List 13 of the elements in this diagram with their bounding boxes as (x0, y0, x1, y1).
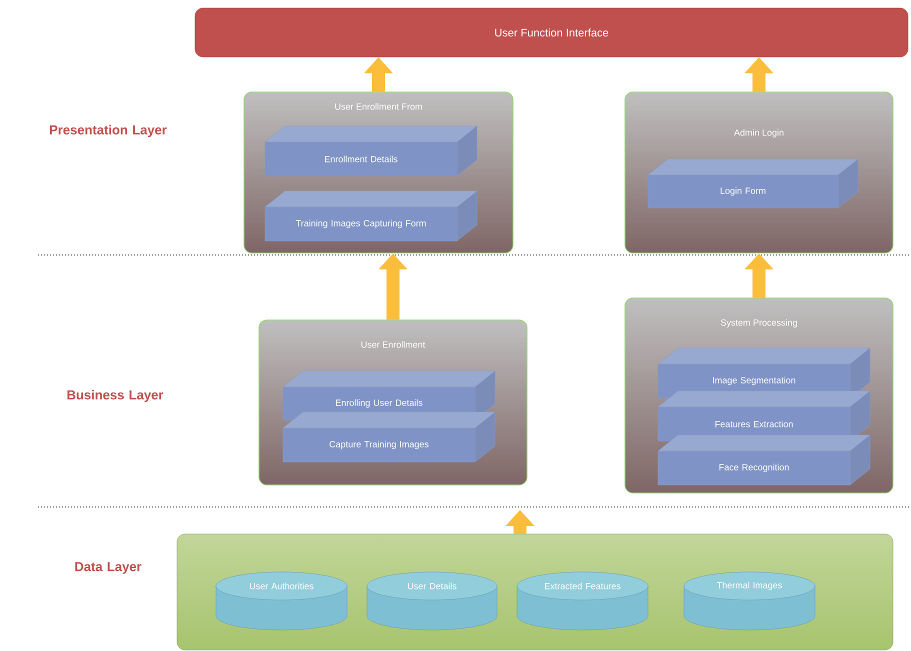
layer-label: Presentation Layer (50, 124, 167, 138)
database-cylinder: Thermal Images (684, 572, 816, 630)
database-cylinder: Extracted Features (516, 572, 648, 630)
block: Training Images Capturing Form (264, 190, 478, 242)
layer-label: Data Layer (75, 562, 142, 574)
title-bar: User Function Interface (194, 8, 908, 58)
block: Login Form (648, 158, 858, 208)
layer-label: Business Layer (67, 390, 164, 402)
block: Enrollment Details (264, 126, 478, 176)
database-cylinder: User Authorities (216, 572, 348, 630)
database-cylinder: User Details (366, 572, 498, 630)
block: Face Recognition (658, 434, 870, 486)
block: Capture Training Images (282, 412, 496, 462)
